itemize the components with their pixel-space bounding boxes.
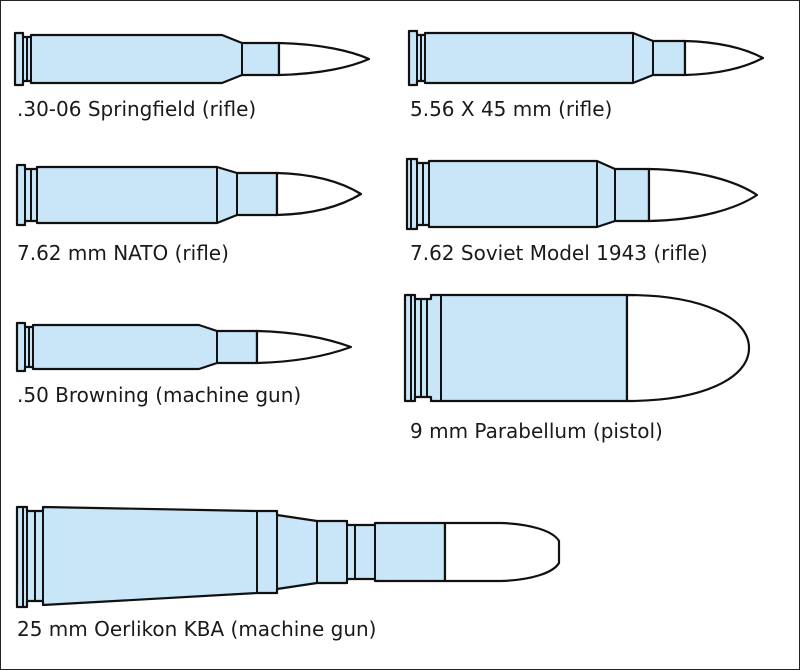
neck-line (216, 166, 238, 224)
rim-line (410, 158, 430, 230)
cartridge-7-62mm-nato (15, 163, 363, 227)
band-line (256, 510, 376, 594)
label-5-56x45mm: 5.56 X 45 mm (rifle) (410, 97, 613, 121)
label-50-browning: .50 Browning (machine gun) (17, 383, 302, 407)
cartridge-case (403, 293, 629, 403)
bullet (275, 171, 363, 217)
bullet (647, 167, 759, 223)
rim-line (24, 326, 34, 368)
cartridge-case (407, 29, 687, 87)
rim-line (22, 36, 32, 82)
neck-line (596, 160, 616, 228)
cartridge-50-browning (15, 321, 353, 373)
neck-line (632, 32, 654, 84)
label-25mm-oerlikon-kba: 25 mm Oerlikon KBA (machine gun) (17, 617, 377, 641)
cartridge-case (13, 31, 281, 87)
label-7-62-soviet-m1943: 7.62 Soviet Model 1943 (rifle) (410, 241, 708, 265)
cartridge-case (15, 505, 447, 609)
cartridge-case (15, 321, 259, 373)
cartridge-9mm-parabellum (403, 293, 751, 403)
rim-line (24, 168, 38, 222)
label-30-06-springfield: .30-06 Springfield (rifle) (17, 97, 257, 121)
cartridge-7-62-soviet-m1943 (405, 157, 759, 231)
cartridge-case (405, 157, 651, 231)
bullet (255, 329, 353, 365)
rim-line (410, 294, 442, 402)
label-7-62mm-nato: 7.62 mm NATO (rifle) (17, 241, 229, 265)
cartridge-25mm-oerlikon-kba (15, 505, 561, 609)
cartridge-5-56x45mm (407, 29, 765, 87)
bullet (277, 41, 371, 77)
rim-line (416, 34, 426, 82)
rim-line (22, 506, 44, 608)
label-9mm-parabellum: 9 mm Parabellum (pistol) (410, 419, 663, 443)
bullet (443, 521, 561, 583)
bullet (625, 293, 751, 403)
cartridge-30-06-springfield (13, 31, 371, 87)
bullet (683, 39, 765, 77)
